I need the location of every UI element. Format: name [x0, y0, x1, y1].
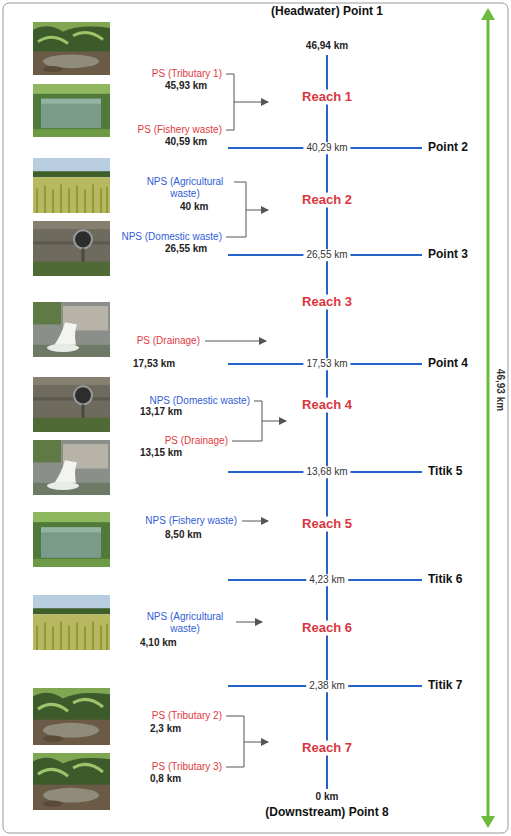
tributary-photo [33, 688, 110, 745]
distance-label: 40,59 km [165, 136, 207, 148]
tributary-photo [33, 753, 110, 810]
river-line [326, 55, 328, 789]
point-source-label: PS (Drainage) [165, 435, 228, 447]
total-length-label: 46,93 km [494, 369, 506, 411]
distance-label: 26,55 km [165, 243, 207, 255]
point-label: Point 2 [428, 141, 468, 155]
nonpoint-source-label: NPS (Domestic waste) [121, 231, 222, 243]
distance-label: 8,50 km [165, 529, 202, 541]
point-heading: (Downstream) Point 8 [265, 806, 388, 820]
point-label: Titik 5 [428, 465, 462, 479]
reach-label: Reach 5 [299, 517, 355, 532]
nonpoint-source-label: NPS (Agricultural waste) [140, 176, 230, 199]
reach-label: Reach 1 [299, 90, 355, 105]
point-source-label: PS (Drainage) [137, 335, 200, 347]
nonpoint-source-label: NPS (Agricultural waste) [140, 611, 230, 634]
reach-label: Reach 2 [299, 193, 355, 208]
domestic-photo [33, 221, 110, 276]
distance-label: 0 km [316, 791, 339, 803]
point-source-label: PS (Tributary 3) [152, 761, 222, 773]
reach-label: Reach 3 [299, 295, 355, 310]
distance-label: 45,93 km [165, 80, 207, 92]
fishery-photo [33, 84, 110, 137]
agriculture-photo [33, 158, 110, 213]
point-distance-label: 2,38 km [306, 680, 348, 692]
point-distance-label: 26,55 km [303, 249, 350, 261]
drainage-photo [33, 302, 110, 357]
point-source-label: PS (Fishery waste) [138, 124, 222, 136]
point-distance-label: 17,53 km [303, 358, 350, 370]
length-arrow [481, 8, 495, 828]
frame-border [3, 3, 508, 833]
distance-label: 17,53 km [133, 358, 175, 370]
reach-label: Reach 7 [299, 741, 355, 756]
domestic-photo [33, 377, 110, 432]
reach-label: Reach 6 [299, 621, 355, 636]
distance-label: 13,15 km [140, 447, 182, 459]
distance-label: 40 km [180, 201, 208, 213]
point-label: Titik 6 [428, 573, 462, 587]
distance-label: 2,3 km [150, 723, 181, 735]
drainage-photo [33, 440, 110, 495]
point-label: Point 4 [428, 357, 468, 371]
nonpoint-source-label: NPS (Fishery waste) [145, 515, 237, 527]
point-source-label: PS (Tributary 1) [152, 68, 222, 80]
point-label: Titik 7 [428, 679, 462, 693]
point-distance-label: 40,29 km [303, 142, 350, 154]
reach-label: Reach 4 [299, 398, 355, 413]
point-lines [228, 148, 422, 686]
point-distance-label: 13,68 km [303, 466, 350, 478]
distance-label: 46,94 km [306, 40, 348, 52]
nonpoint-source-label: NPS (Domestic waste) [149, 395, 250, 407]
point-label: Point 3 [428, 248, 468, 262]
distance-label: 13,17 km [140, 406, 182, 418]
point-source-label: PS (Tributary 2) [152, 710, 222, 722]
distance-label: 0,8 km [150, 773, 181, 785]
point-distance-label: 4,23 km [306, 574, 348, 586]
distance-label: 4,10 km [140, 637, 177, 649]
point-heading: (Headwater) Point 1 [271, 5, 383, 19]
tributary-photo [33, 22, 110, 75]
fishery-photo [33, 512, 110, 567]
agriculture-photo [33, 595, 110, 650]
